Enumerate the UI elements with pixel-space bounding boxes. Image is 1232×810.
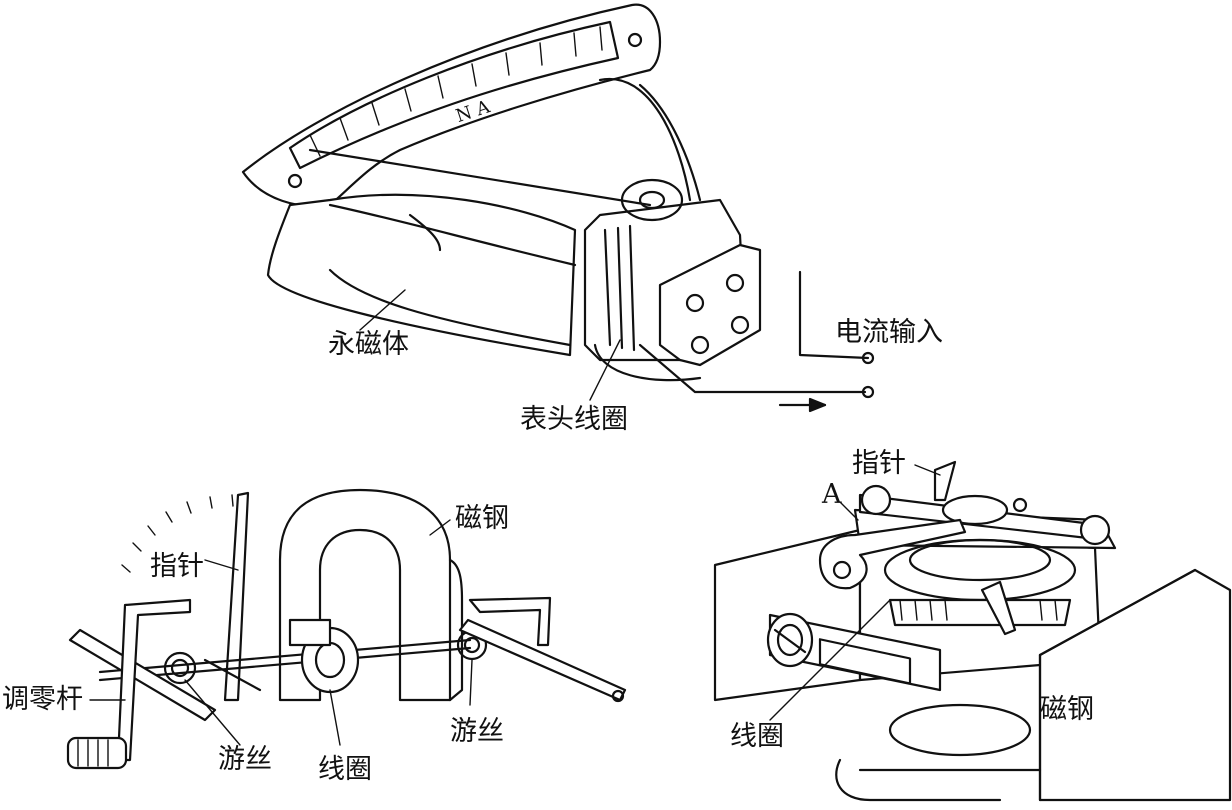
bottom-right-mechanism	[713, 460, 1232, 802]
scale-window	[288, 20, 620, 170]
top-pointer	[308, 148, 652, 207]
current-input-wire-1	[798, 270, 870, 360]
scale-ticks	[309, 26, 603, 157]
bottom-left-pointer	[223, 491, 250, 702]
label-magnet-steel-left: 磁钢	[455, 503, 509, 534]
label-bottom-right-pointer: 指针	[852, 448, 906, 479]
scale-screw-left	[287, 173, 303, 189]
scale-plate	[241, 3, 662, 208]
horseshoe-magnet	[278, 488, 452, 702]
lever-a	[818, 518, 967, 590]
dial-ticks	[121, 494, 234, 573]
label-magnet-steel-right: 磁钢	[1040, 694, 1094, 725]
current-input-wire-2	[638, 343, 867, 394]
label-permanent-magnet: 永磁体	[328, 329, 409, 360]
label-zero-adjust-rod: 调零杆	[2, 684, 83, 715]
label-coil-left: 线圈	[318, 754, 372, 785]
permanent-magnet-body	[266, 193, 577, 357]
zero-adjust-spring	[66, 736, 128, 770]
label-hairspring-right: 游丝	[450, 716, 504, 747]
shaft	[98, 638, 472, 674]
label-point-a: A	[821, 479, 842, 510]
bottom-right-pointer	[933, 460, 957, 502]
scale-screw-right	[627, 32, 643, 48]
label-bottom-left-pointer: 指针	[150, 551, 204, 582]
bottom-left-mechanism	[66, 488, 627, 770]
label-current-input: 电流输入	[835, 317, 943, 348]
label-hairspring-left: 游丝	[218, 744, 272, 775]
top-meter-assembly: N A	[241, 3, 875, 413]
label-meter-coil: 表头线圈	[520, 404, 628, 435]
label-coil-right: 线圈	[730, 721, 784, 752]
